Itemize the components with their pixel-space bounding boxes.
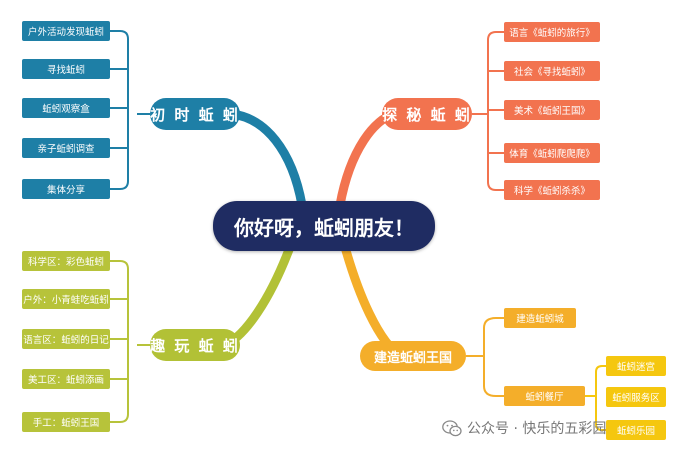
link-center-tanmi (335, 109, 400, 210)
wechat-icon (442, 419, 462, 436)
branch-quwan: 趣 玩 蚯 蚓 (150, 329, 240, 361)
branch-chushi: 初 时 蚯 蚓 (150, 98, 240, 130)
watermark-text: 公众号 · 快乐的五彩园 (467, 421, 607, 437)
leaf-jianzao-2: 蚯蚓餐厅 (504, 386, 585, 406)
bracket-quwan (110, 260, 150, 423)
leaf-tanmi-4: 体育《蚯蚓爬爬爬》 (504, 143, 600, 163)
leaf-chushi-4: 亲子蚯蚓调查 (22, 138, 110, 158)
watermark: 公众号 · 快乐的五彩园 (442, 418, 606, 438)
leaf-chushi-3: 蚯蚓观察盒 (22, 98, 110, 118)
leaf-chushi-5: 集体分享 (22, 179, 110, 199)
branch-jianzao: 建造蚯蚓王国 (360, 341, 466, 371)
bracket-canteen (585, 365, 606, 431)
branch-tanmi: 探 秘 蚯 蚓 (382, 98, 472, 130)
leaf-quwan-2: 户外：小青蛙吃蚯蚓 (22, 289, 110, 309)
leaf-tanmi-5: 科学《蚯蚓杀杀》 (504, 180, 600, 200)
central-topic: 你好呀，蚯蚓朋友！ (213, 201, 435, 251)
leaf-tanmi-2: 社会《寻找蚯蚓》 (504, 61, 600, 81)
leaf-quwan-1: 科学区：彩色蚯蚓 (22, 251, 110, 271)
leaf-chushi-2: 寻找蚯蚓 (22, 59, 110, 79)
link-center-quwan (220, 242, 295, 350)
link-center-chushi (227, 109, 307, 210)
leaf-canteen-1: 蚯蚓迷宫 (606, 356, 666, 376)
leaf-quwan-4: 美工区：蚯蚓添画 (22, 369, 110, 389)
leaf-jianzao-1: 建造蚯蚓城 (504, 308, 576, 328)
leaf-canteen-2: 蚯蚓服务区 (606, 387, 666, 407)
leaf-canteen-3: 蚯蚓乐园 (606, 420, 666, 440)
leaf-quwan-5: 手工：蚯蚓王国 (22, 412, 110, 432)
link-center-jianzao (340, 242, 400, 357)
bracket-chushi (110, 30, 150, 190)
leaf-chushi-1: 户外活动发现蚯蚓 (22, 21, 110, 41)
bracket-tanmi (472, 31, 504, 191)
leaf-tanmi-3: 美术《蚯蚓王国》 (504, 100, 600, 120)
bracket-jianzao (466, 317, 504, 397)
leaf-tanmi-1: 语言《蚯蚓的旅行》 (504, 22, 600, 42)
leaf-quwan-3: 语言区：蚯蚓的日记 (22, 329, 110, 349)
